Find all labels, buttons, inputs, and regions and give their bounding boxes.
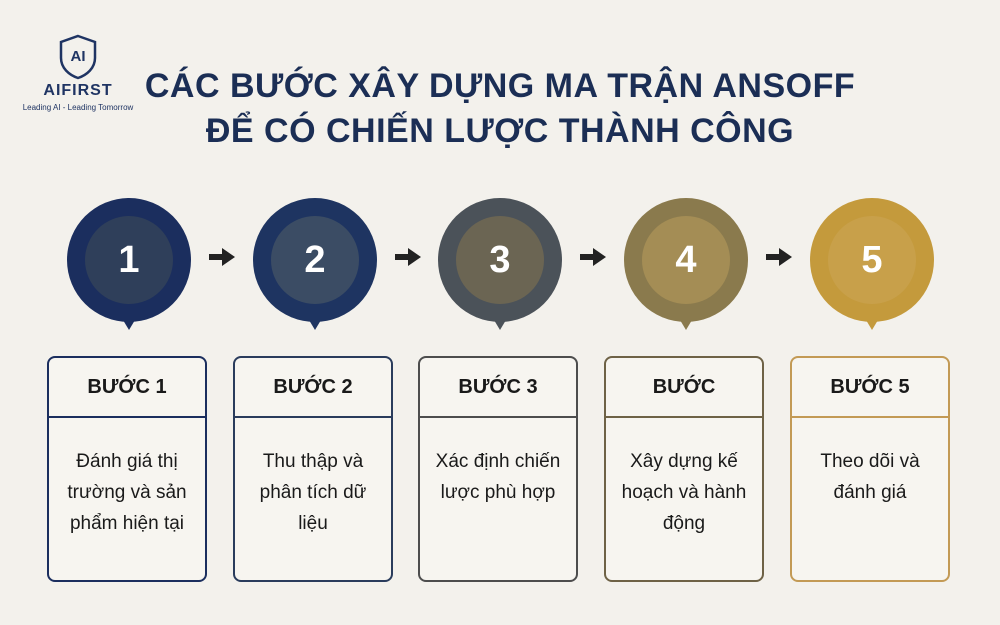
logo-mark: AI <box>71 48 86 65</box>
step-2-card: BƯỚC 2 Thu thập và phân tích dữ liệu <box>233 356 393 582</box>
logo-tagline: Leading AI - Leading Tomorrow <box>22 103 134 112</box>
step-4-card: BƯỚC Xây dựng kế hoạch và hành động <box>604 356 764 582</box>
step-1-pin: 1 <box>67 198 191 334</box>
step-1-text: Đánh giá thị trường và sản phẩm hiện tại <box>67 451 187 534</box>
step-4: 4 BƯỚC Xây dựng kế hoạch và hành động <box>604 198 768 582</box>
logo-name: AIFIRST <box>43 82 113 99</box>
step-1: 1 BƯỚC 1 Đánh giá thị trường và sản phẩm… <box>47 198 211 582</box>
step-3-text: Xác định chiến lược phù hợp <box>435 451 561 503</box>
step-2-heading: BƯỚC 2 <box>235 358 391 418</box>
logo: AI AIFIRST Leading AI - Leading Tomorrow <box>22 34 134 112</box>
arrow-right-icon <box>580 248 606 266</box>
step-3-heading: BƯỚC 3 <box>420 358 576 418</box>
step-1-heading: BƯỚC 1 <box>49 358 205 418</box>
step-5-number: 5 <box>828 216 916 304</box>
step-2-number: 2 <box>271 216 359 304</box>
step-4-pin: 4 <box>624 198 748 334</box>
step-3-number: 3 <box>456 216 544 304</box>
title-line-1: CÁC BƯỚC XÂY DỰNG MA TRẬN ANSOFF <box>144 67 856 105</box>
step-1-card: BƯỚC 1 Đánh giá thị trường và sản phẩm h… <box>47 356 207 582</box>
step-5-pin: 5 <box>810 198 934 334</box>
step-5-heading: BƯỚC 5 <box>792 358 948 418</box>
step-1-number: 1 <box>85 216 173 304</box>
shield-logo-icon: AI <box>59 34 97 80</box>
step-2: 2 BƯỚC 2 Thu thập và phân tích dữ liệu <box>233 198 397 582</box>
arrow-right-icon <box>395 248 421 266</box>
step-5-card: BƯỚC 5 Theo dõi và đánh giá <box>790 356 950 582</box>
arrow-right-icon <box>766 248 792 266</box>
step-4-heading: BƯỚC <box>606 358 762 418</box>
page-title: CÁC BƯỚC XÂY DỰNG MA TRẬN ANSOFF ĐỂ CÓ C… <box>0 64 1000 154</box>
step-3: 3 BƯỚC 3 Xác định chiến lược phù hợp <box>418 198 582 582</box>
step-4-number: 4 <box>642 216 730 304</box>
step-5: 5 BƯỚC 5 Theo dõi và đánh giá <box>790 198 954 582</box>
arrow-right-icon <box>209 248 235 266</box>
step-2-pin: 2 <box>253 198 377 334</box>
title-line-2: ĐỂ CÓ CHIẾN LƯỢC THÀNH CÔNG <box>205 112 795 150</box>
step-3-pin: 3 <box>438 198 562 334</box>
step-2-text: Thu thập và phân tích dữ liệu <box>259 451 367 534</box>
step-5-text: Theo dõi và đánh giá <box>820 451 920 503</box>
step-3-card: BƯỚC 3 Xác định chiến lược phù hợp <box>418 356 578 582</box>
step-4-text: Xây dựng kế hoạch và hành động <box>621 451 747 534</box>
